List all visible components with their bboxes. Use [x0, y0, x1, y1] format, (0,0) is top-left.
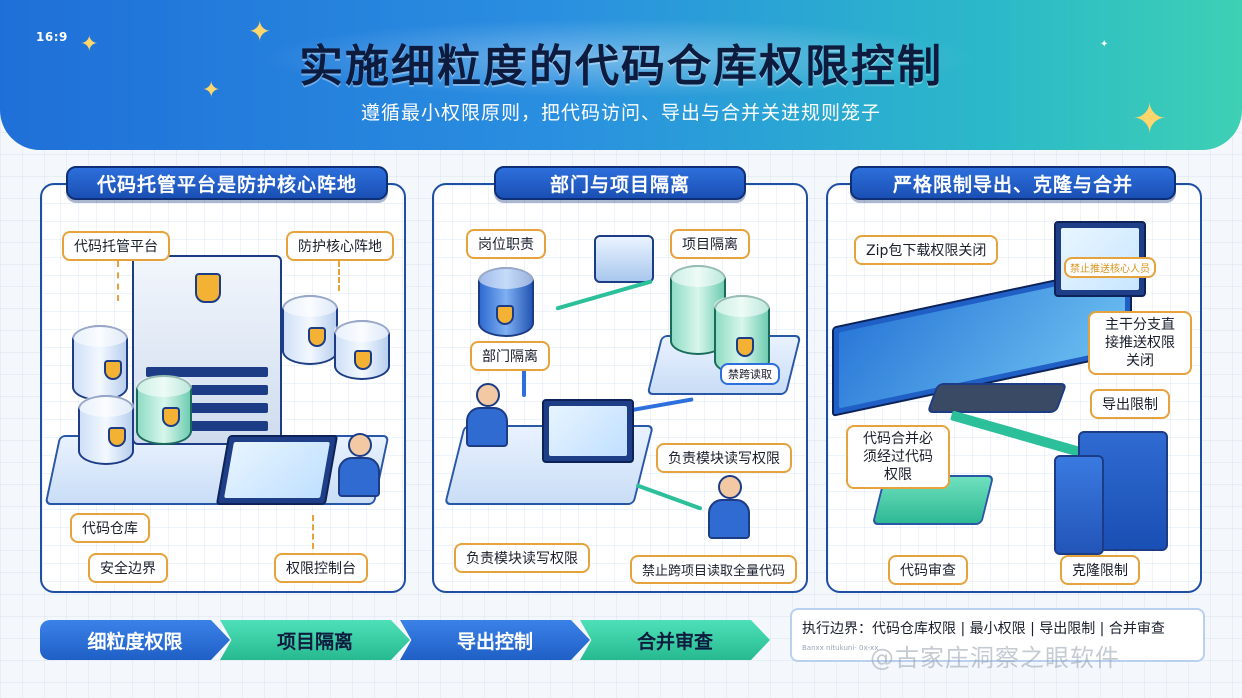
- tag-code-repository: 代码仓库: [70, 513, 150, 543]
- employee-body: [466, 407, 508, 447]
- execution-boundary-footnote: Banxx nitukuni- 0x-xx: [802, 644, 879, 652]
- screen-label: 禁止推送核心人员: [1064, 257, 1156, 278]
- rack-slot: [146, 403, 268, 413]
- tag-no-cross-project: 禁止跨项目读取全量代码: [630, 555, 798, 584]
- panel-heading-export-clone-merge: 严格限制导出、克隆与合并: [850, 166, 1176, 200]
- workstation-screen: [549, 406, 627, 456]
- rack-slot: [146, 421, 268, 431]
- clone-server-small: [1054, 455, 1104, 555]
- developer-body: [708, 499, 750, 539]
- panel-isolation: 禁跨读取 岗位职责 项目隔离 部门隔离 负责模块读写权限 负责模块读写权限 禁止…: [432, 183, 808, 593]
- database-icon: [136, 375, 192, 445]
- tag-module-rw-permission: 负责模块读写权限: [454, 543, 590, 573]
- tag-zip-download-off: Zip包下载权限关闭: [854, 235, 999, 265]
- sparkle-icon: ✦: [1132, 94, 1168, 143]
- drum-label: 禁跨读取: [720, 363, 780, 385]
- panel-heading-code-hosting: 代码托管平台是防护核心阵地: [66, 166, 388, 200]
- flow-step-fine-grained: 细粒度权限: [40, 620, 230, 660]
- rack-slot: [146, 385, 268, 395]
- leader-line: [312, 515, 314, 549]
- keyboard-icon: [926, 383, 1068, 413]
- tag-core-defense: 防护核心阵地: [286, 231, 394, 261]
- aspect-ratio-label: 16:9: [36, 30, 68, 44]
- sparkle-icon: ✦: [202, 78, 221, 103]
- shield-icon: [354, 350, 372, 370]
- operator-avatar: [348, 433, 372, 457]
- leader-line: [117, 261, 119, 301]
- flow-step-merge-review: 合并审查: [580, 620, 770, 660]
- tag-security-boundary: 安全边界: [88, 553, 168, 583]
- operator-body: [338, 457, 380, 497]
- watermark: @古家庄洞察之眼软件: [870, 644, 1120, 672]
- sparkle-icon: ✦: [1100, 39, 1109, 50]
- flow-step-export-control: 导出控制: [400, 620, 590, 660]
- project-database-icon: [714, 295, 770, 375]
- console-monitor: [215, 435, 339, 505]
- tag-job-duty: 岗位职责: [466, 229, 546, 259]
- tag-code-hosting-platform: 代码托管平台: [62, 231, 170, 261]
- tag-code-review: 代码审查: [888, 555, 968, 585]
- shield-icon: [308, 327, 326, 347]
- tag-clone-limit: 克隆限制: [1060, 555, 1140, 585]
- sparkle-icon: ✦: [80, 32, 99, 57]
- execution-boundary-box: 执行边界：代码仓库权限 | 最小权限 | 导出限制 | 合并审查 Banxx n…: [790, 608, 1205, 662]
- workstation-monitor: [542, 399, 634, 463]
- shield-icon: [104, 360, 122, 380]
- shield-icon: [736, 337, 754, 357]
- employee-avatar: [476, 383, 500, 407]
- tag-module-rw-permission: 负责模块读写权限: [656, 443, 792, 473]
- tag-export-limit: 导出限制: [1090, 389, 1170, 419]
- tag-permission-console: 权限控制台: [274, 553, 368, 583]
- rack-slot: [146, 367, 268, 377]
- shield-icon: [162, 407, 180, 427]
- developer-avatar: [718, 475, 742, 499]
- execution-boundary-text: 执行边界：代码仓库权限 | 最小权限 | 导出限制 | 合并审查: [802, 621, 1165, 637]
- panel-export-clone-merge: 禁止推送核心人员 Zip包下载权限关闭 主干分支直接推送权限关闭 导出限制 代码…: [826, 183, 1202, 593]
- leader-line: [338, 261, 340, 291]
- flow-step-project-isolation: 项目隔离: [220, 620, 410, 660]
- tag-trunk-push-off: 主干分支直接推送权限关闭: [1088, 311, 1192, 375]
- panel-code-hosting: 代码托管平台 防护核心阵地 代码仓库 安全边界 权限控制台: [40, 183, 406, 593]
- page-subtitle: 遵循最小权限原则，把代码访问、导出与合并关进规则笼子: [360, 102, 881, 124]
- shield-icon: [496, 305, 514, 325]
- title-glow: [260, 18, 980, 98]
- panel-heading-isolation: 部门与项目隔离: [494, 166, 746, 200]
- shield-icon: [108, 427, 126, 447]
- tag-merge-review-required: 代码合并必须经过代码权限: [846, 425, 950, 489]
- database-icon: [334, 320, 390, 380]
- tag-department-isolation: 部门隔离: [470, 341, 550, 371]
- sparkle-icon: ✦: [248, 15, 272, 48]
- tag-project-isolation: 项目隔离: [670, 229, 750, 259]
- page-title: 实施细粒度的代码仓库权限控制: [299, 41, 943, 92]
- department-database-icon: [478, 267, 534, 337]
- shield-icon: [195, 273, 221, 303]
- header-banner: 16:9 实施细粒度的代码仓库权限控制 遵循最小权限原则，把代码访问、导出与合并…: [0, 0, 1242, 150]
- isolation-cube-icon: [594, 235, 654, 283]
- console-screen: [224, 442, 330, 498]
